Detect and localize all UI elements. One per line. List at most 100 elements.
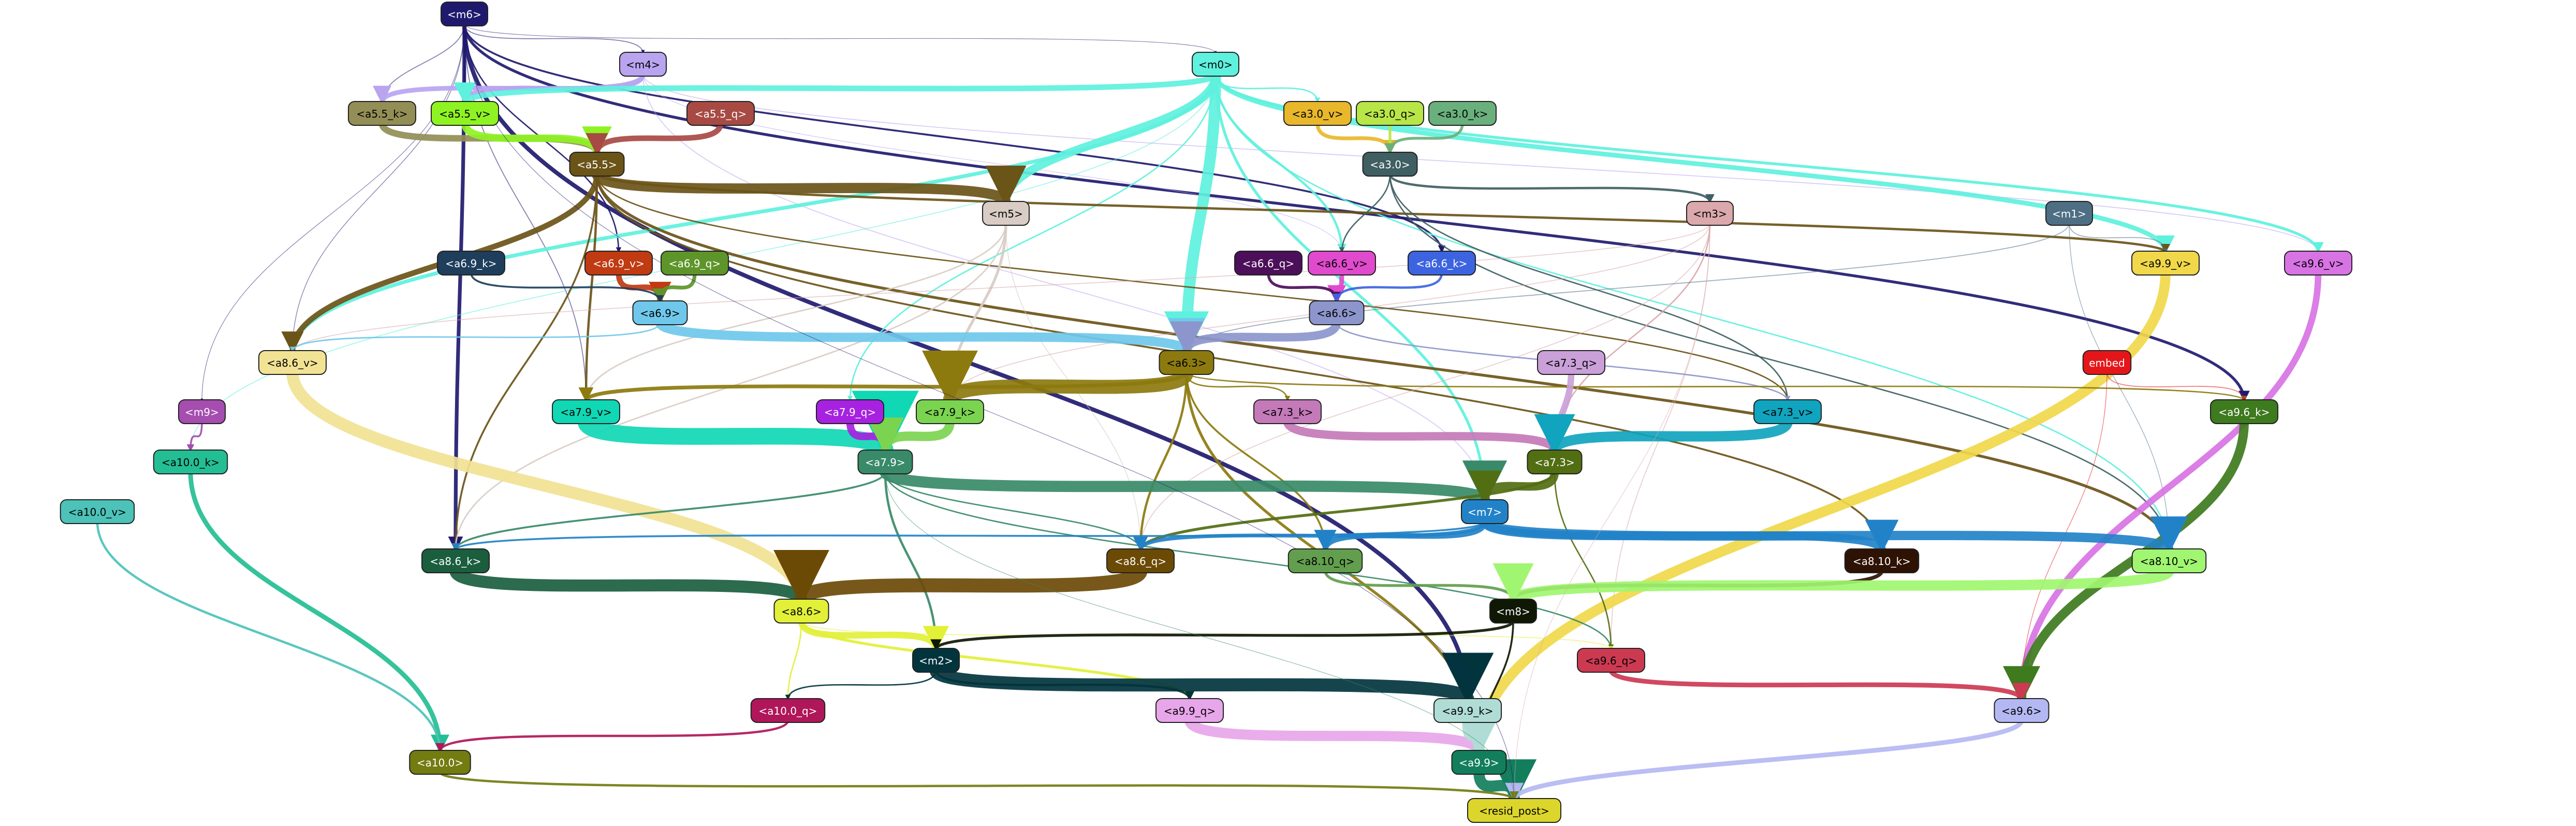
node-label-m8: <m8> xyxy=(1496,605,1530,618)
node-m9[interactable]: <m9> xyxy=(178,399,226,424)
node-label-a10_0: <a10.0> xyxy=(417,757,463,769)
node-a6_3[interactable]: <a6.3> xyxy=(1159,350,1214,375)
node-a3_0_q[interactable]: <a3.0_q> xyxy=(1356,101,1424,126)
edge-m6-to-m0 xyxy=(464,23,1217,54)
node-a7_3_k[interactable]: <a7.3_k> xyxy=(1253,399,1322,424)
edge-m6-to-resid_post xyxy=(464,23,1516,800)
node-box-a7_3_k xyxy=(1253,399,1322,424)
node-a7_9_v[interactable]: <a7.9_v> xyxy=(552,399,620,424)
edge-m1-to-a9_9_v xyxy=(2069,223,2168,253)
node-a5_5_q[interactable]: <a5.5_q> xyxy=(686,101,755,126)
node-a6_9_k[interactable]: <a6.9_k> xyxy=(437,251,505,276)
node-resid_post[interactable]: <resid_post> xyxy=(1467,798,1561,823)
node-box-a5_5_q xyxy=(686,101,755,126)
node-a7_3[interactable]: <a7.3> xyxy=(1527,450,1583,474)
node-a7_3_v[interactable]: <a7.3_v> xyxy=(1753,399,1822,424)
node-label-a7_3: <a7.3> xyxy=(1534,456,1575,469)
edge-a8_6_q-to-a8_6 xyxy=(774,549,1148,607)
node-a10_0_v[interactable]: <a10.0_v> xyxy=(60,499,135,524)
edge-m0-to-a5_5_v xyxy=(454,71,1219,106)
node-label-a5_5: <a5.5> xyxy=(577,158,617,171)
node-box-a5_5_k xyxy=(348,101,416,126)
node-m3[interactable]: <m3> xyxy=(1686,201,1734,226)
node-a9_9[interactable]: <a9.9> xyxy=(1451,750,1507,775)
node-a6_9_q[interactable]: <a6.9_q> xyxy=(661,251,729,276)
node-a8_6_k[interactable]: <a8.6_k> xyxy=(421,548,490,573)
edge-m6-to-m9 xyxy=(200,23,465,401)
node-a10_0_q[interactable]: <a10.0_q> xyxy=(750,698,826,723)
node-a5_5_k[interactable]: <a5.5_k> xyxy=(348,101,416,126)
node-a7_9_q[interactable]: <a7.9_q> xyxy=(816,399,884,424)
node-a10_0[interactable]: <a10.0> xyxy=(409,750,471,775)
node-a6_6[interactable]: <a6.6> xyxy=(1309,300,1365,325)
edge-a9_9_k-to-a9_9 xyxy=(1456,711,1502,757)
node-a8_6_v[interactable]: <a8.6_v> xyxy=(258,350,327,375)
node-box-a6_9 xyxy=(632,300,688,325)
node-a6_6_v[interactable]: <a6.6_v> xyxy=(1308,251,1376,276)
node-m8[interactable]: <m8> xyxy=(1489,599,1537,624)
node-a7_9_k[interactable]: <a7.9_k> xyxy=(916,399,984,424)
node-embed[interactable]: embed xyxy=(2082,350,2132,375)
node-label-a9_9_q: <a9.9_q> xyxy=(1164,705,1216,717)
node-box-a6_6_q xyxy=(1234,251,1302,276)
node-a9_9_q[interactable]: <a9.9_q> xyxy=(1155,698,1224,723)
node-m5[interactable]: <m5> xyxy=(982,201,1030,226)
edge-a5_5-to-a9_9_v xyxy=(595,172,2170,254)
node-label-a5_5_q: <a5.5_q> xyxy=(695,108,747,120)
node-a9_6_v[interactable]: <a9.6_v> xyxy=(2284,251,2352,276)
node-label-a8_10_k: <a8.10_k> xyxy=(1853,555,1911,568)
edge-m2-to-a9_9_k xyxy=(929,652,1493,706)
node-a5_5[interactable]: <a5.5> xyxy=(569,152,625,177)
node-m2[interactable]: <m2> xyxy=(912,648,960,673)
node-label-a9_9_v: <a9.9_v> xyxy=(2140,257,2191,270)
node-box-a10_0_v xyxy=(60,499,135,524)
node-label-a6_9_k: <a6.9_k> xyxy=(445,257,496,270)
node-a8_10_q[interactable]: <a8.10_q> xyxy=(1287,548,1363,573)
node-label-resid_post: <resid_post> xyxy=(1479,805,1549,817)
edge-m0-to-a9_9_v xyxy=(1213,71,2175,255)
node-a5_5_v[interactable]: <a5.5_v> xyxy=(431,101,499,126)
node-a8_6_q[interactable]: <a8.6_q> xyxy=(1106,548,1175,573)
edge-a9_9_v-to-a9_9 xyxy=(1458,268,2171,757)
node-a9_6[interactable]: <a9.6> xyxy=(1994,698,2050,723)
node-a6_6_k[interactable]: <a6.6_k> xyxy=(1408,251,1476,276)
edge-a8_10_v-to-m8 xyxy=(1493,562,2174,605)
edge-a5_5_q-to-a5_5 xyxy=(586,120,724,156)
node-a6_9[interactable]: <a6.9> xyxy=(632,300,688,325)
node-a6_9_v[interactable]: <a6.9_v> xyxy=(584,251,653,276)
node-a9_6_q[interactable]: <a9.6_q> xyxy=(1577,648,1645,673)
node-a8_10_v[interactable]: <a8.10_v> xyxy=(2131,548,2207,573)
node-m7[interactable]: <m7> xyxy=(1461,499,1509,524)
node-m0[interactable]: <m0> xyxy=(1192,52,1239,77)
node-a8_6[interactable]: <a8.6> xyxy=(773,599,829,624)
edge-m0-to-a8_6_v xyxy=(285,72,1218,354)
node-box-a3_0_q xyxy=(1356,101,1424,126)
node-a7_3_q[interactable]: <a7.3_q> xyxy=(1537,350,1605,375)
node-label-a6_6_k: <a6.6_k> xyxy=(1416,257,1467,270)
edge-m7-to-a8_10_k xyxy=(1480,517,1898,555)
node-label-a6_6_q: <a6.6_q> xyxy=(1242,257,1294,270)
node-m1[interactable]: <m1> xyxy=(2045,201,2093,226)
node-box-a7_3_q xyxy=(1537,350,1605,375)
edge-a8_6_k-to-a8_6 xyxy=(449,556,825,606)
node-a3_0_k[interactable]: <a3.0_k> xyxy=(1428,101,1497,126)
node-a9_9_v[interactable]: <a9.9_v> xyxy=(2131,251,2200,276)
node-label-m0: <m0> xyxy=(1198,59,1233,71)
node-a9_6_k[interactable]: <a9.6_k> xyxy=(2210,399,2278,424)
node-label-a3_0_q: <a3.0_q> xyxy=(1364,108,1416,120)
node-box-resid_post xyxy=(1467,798,1561,823)
edge-layer xyxy=(96,21,2324,805)
node-a8_10_k[interactable]: <a8.10_k> xyxy=(1844,548,1920,573)
node-a3_0[interactable]: <a3.0> xyxy=(1362,152,1418,177)
node-a7_9[interactable]: <a7.9> xyxy=(857,450,913,474)
node-m4[interactable]: <m4> xyxy=(619,52,667,77)
node-a6_6_q[interactable]: <a6.6_q> xyxy=(1234,251,1302,276)
node-m6[interactable]: <m6> xyxy=(441,2,488,26)
node-a10_0_k[interactable]: <a10.0_k> xyxy=(153,450,228,474)
node-label-a8_6_v: <a8.6_v> xyxy=(267,357,318,369)
node-box-a9_6_q xyxy=(1577,648,1645,673)
node-box-a9_6_k xyxy=(2210,399,2278,424)
edge-a5_5-to-a8_6_k xyxy=(451,173,598,551)
node-a3_0_v[interactable]: <a3.0_v> xyxy=(1283,101,1352,126)
node-a9_9_k[interactable]: <a9.9_k> xyxy=(1433,698,1502,723)
